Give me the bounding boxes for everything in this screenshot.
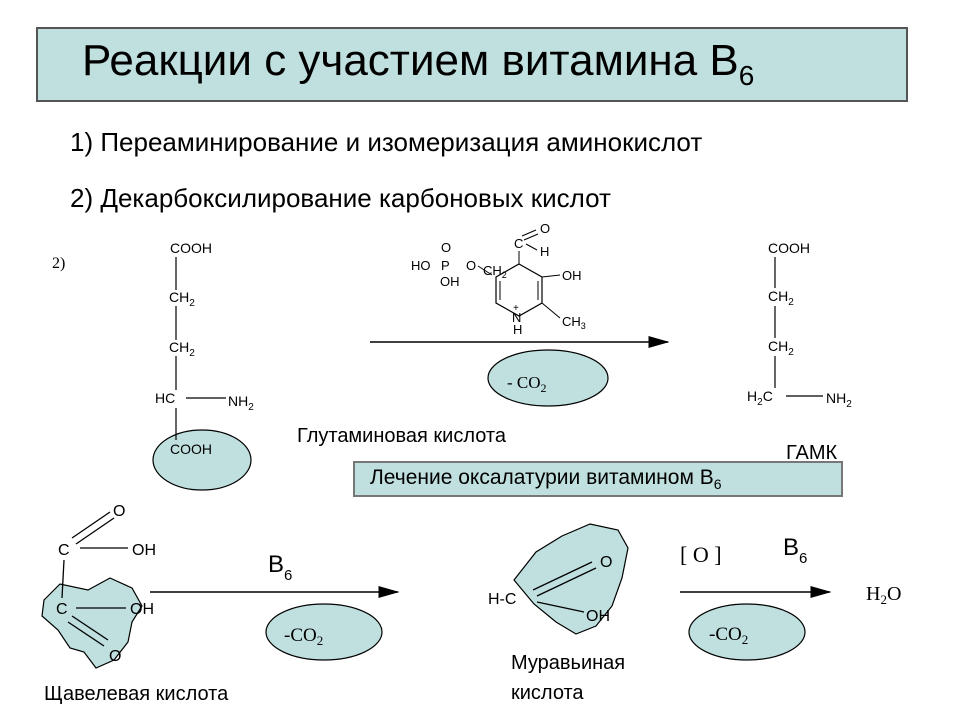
reaction1-co2-ellipse [487,349,609,407]
water-product: H2O [866,583,901,607]
svg-text:O: O [109,648,121,665]
reaction3-b6: В6 [783,534,807,567]
ch2-a-text: CH2 [169,289,195,309]
glutamic-acid-label: Глутаминовая кислота [297,425,506,447]
reaction3-minus-co2: -CO2 [709,624,748,647]
reaction1-minus-co2: - CO2 [507,373,547,395]
svg-text:P: P [441,258,450,273]
svg-text:OH: OH [132,542,156,559]
svg-text:C: C [56,601,68,618]
list-item-transamination: 1) Переаминирование и изомеризация амино… [70,127,703,157]
svg-text:CH2: CH2 [483,263,507,280]
reaction2-co2-ellipse [265,603,383,661]
svg-text:OH: OH [562,268,582,283]
svg-text:H-C: H-C [488,591,516,608]
oxalic-highlight-blob [41,577,143,669]
svg-text:O: O [113,503,125,520]
svg-text:O: O [540,221,550,236]
svg-text:OH: OH [130,601,154,618]
title-box [36,27,908,102]
svg-text:C: C [58,542,70,559]
formic-acid-structure: H-C O OH [488,554,612,625]
svg-text:N: N [512,310,521,325]
note-box [353,461,843,497]
oxalic-acid-label: Щавелевая кислота [44,683,229,705]
reaction3-co2-ellipse [688,603,806,661]
cooh-bottom-text: COOH [170,441,212,457]
svg-text:O: O [441,240,451,255]
svg-text:C: C [514,236,523,251]
gaba-structure: COOH CH2 CH2 H2C NH2 [747,240,852,410]
reaction-number: 2) [52,255,65,272]
list-item-decarboxylation: 2) Декарбоксилирование карбоновых кислот [70,183,611,213]
svg-text:COOH: COOH [768,240,810,256]
hc-text: HC [155,390,175,406]
pyridoxal-phosphate-structure: O C H O HO P O OH CH2 OH CH3 + N H [411,221,586,337]
svg-text:O: O [466,258,476,273]
svg-text:+: + [513,303,519,314]
formic-acid-label-line2: кислота [511,682,584,704]
svg-text:OH: OH [586,608,610,625]
svg-text:CH3: CH3 [562,314,586,331]
svg-text:CH2: CH2 [768,338,794,358]
svg-text:O: O [600,554,612,571]
formic-acid-label-line1: Муравьиная [511,652,626,674]
nh2-text: NH2 [228,393,254,413]
svg-text:H: H [540,244,549,259]
ch2-b-text: CH2 [169,339,195,359]
svg-text:OH: OH [440,274,460,289]
svg-text:H: H [513,322,522,337]
cooh-top-text: COOH [170,240,212,256]
gaba-label: ГАМК [786,442,838,464]
reaction2-b6: В6 [268,551,292,584]
glutamic-cooh-highlight [152,429,252,491]
note-text: Лечение оксалатурии витамином В6 [370,466,722,493]
svg-text:HO: HO [411,258,431,273]
oxalic-acid-structure: O C OH C OH O [56,503,156,665]
formic-highlight-blob [513,523,629,635]
svg-text:NH2: NH2 [826,390,852,410]
reaction2-minus-co2: -CO2 [284,625,323,648]
svg-text:H2C: H2C [747,388,773,408]
oxidant-label: [ O ] [680,542,722,567]
glutamic-acid-structure: COOH CH2 CH2 HC NH2 COOH [155,240,254,457]
svg-text:CH2: CH2 [768,288,794,308]
page-title: Реакции с участием витамина В6 [82,36,755,91]
